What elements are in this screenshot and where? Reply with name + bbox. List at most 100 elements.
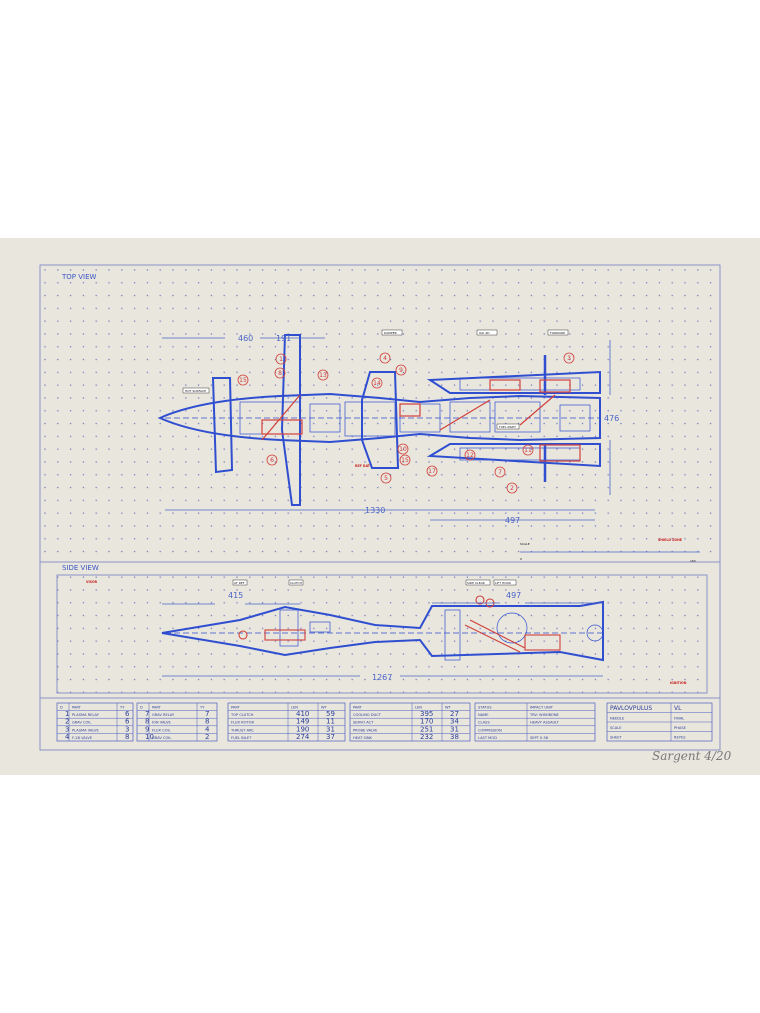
side-view-tags: AF REF CLUTCH SIDE CLEAR LIFT HOOK VISOR… (86, 579, 687, 685)
callout-number: 5 (384, 475, 388, 482)
artist-signature: Sargent 4/20 (652, 749, 732, 763)
table-cell: PAVLOVPULUS (610, 705, 652, 712)
table-header-cell: WT (321, 705, 328, 709)
callout-number: 4 (383, 355, 387, 362)
tag-hot-surface: HOT SURFACE (185, 389, 206, 393)
callout-number: 15 (239, 377, 247, 384)
callout-number: 3 (567, 355, 571, 362)
table-cell: COOLING DUCT (353, 713, 382, 717)
table-cell: F-28 VALVE (72, 736, 93, 740)
table-cell: 9 (145, 725, 149, 733)
scale-end: 165 (690, 559, 696, 563)
red-note-ignition: IGNITION (670, 681, 687, 685)
side-view-dimensions (162, 602, 603, 677)
tag-ref-dat: REF DAT (355, 464, 371, 468)
side-view-title: SIDE VIEW (62, 564, 99, 572)
callouts (237, 352, 575, 494)
table-cell: VL (674, 705, 682, 712)
table-cell: PHASE (674, 726, 687, 730)
table-cell: REYES (674, 735, 686, 739)
table-cell: GRAV COIL (152, 736, 171, 740)
table-cell: CLASS (478, 721, 490, 725)
table-cell: 3 (65, 725, 69, 733)
table-header-cell: WT (445, 705, 452, 709)
table-cell: HEAVY ASSAULT (530, 721, 560, 725)
table-cell: IMPACT UNIT (530, 705, 554, 709)
tag-lift-hook: LIFT HOOK (495, 581, 512, 585)
table-cell: THRUST ARC (230, 728, 254, 732)
table-cell: 6 (125, 718, 130, 726)
dim-476: 476 (604, 414, 619, 423)
table-header-cell: PART (353, 705, 363, 709)
top-view-red-components (261, 379, 581, 462)
callout-number: 11 (524, 447, 532, 454)
side-dim-415: 415 (228, 591, 243, 600)
tag-af-ref: AF REF (234, 581, 245, 585)
table-cell: 274 (296, 733, 310, 741)
side-dim-497: 497 (506, 591, 521, 600)
top-view-internals (165, 377, 600, 461)
side-view-internals (165, 609, 605, 661)
table-cell: 11 (326, 718, 335, 726)
scale-start: 0 (520, 557, 522, 561)
table-cell: 34 (450, 718, 459, 726)
table-cell: 190 (296, 725, 309, 733)
table-cell: 59 (326, 710, 335, 718)
callout-number: 6 (270, 457, 274, 464)
dim-460: 460 (238, 334, 253, 343)
dim-497: 497 (505, 516, 520, 525)
table-cell: 1 (65, 710, 69, 718)
table-header-cell: D (60, 705, 63, 709)
callout-number: 8 (278, 370, 282, 377)
tag-damper: DAMPER (384, 331, 397, 335)
table-cell: SHEET (610, 735, 623, 739)
table-cell: HEAT SINK (353, 736, 373, 740)
table-cell: 232 (420, 733, 433, 741)
table-cell: 2 (65, 718, 69, 726)
table-cell: 31 (450, 725, 459, 733)
table-cell: NAME (478, 713, 489, 717)
table-cell: PROBE VALVE (353, 728, 378, 732)
table-cell: 7 (145, 710, 149, 718)
callout-numbers: 1 8 13 15 6 4 14 10 15 5 17 12 7 2 11 3 … (239, 355, 571, 492)
table-cell: FUEL INLET (231, 736, 252, 740)
table-header-cell: TY (119, 705, 125, 709)
table-header-cell: LEN (291, 705, 298, 709)
table-cell: 8 (205, 718, 209, 726)
table-cell: 27 (450, 710, 459, 718)
top-view-title: TOP VIEW (61, 273, 97, 281)
table-cell: FLUX ROTOR (231, 721, 254, 725)
table-cell: GRAV RELAY (152, 713, 175, 717)
table-header-cell: D (140, 705, 143, 709)
table-cell: SERVO ACT (353, 721, 374, 725)
table-cell: 7 (205, 710, 209, 718)
callout-number: 17 (428, 468, 436, 475)
top-view-dimensions (162, 337, 700, 553)
table-cell: 2 (205, 733, 209, 741)
table-cell: ION VALVE (152, 721, 171, 725)
table-header-cell: PART (72, 705, 82, 709)
table-header-cell: LEN (415, 705, 422, 709)
table-cell: 8 (145, 718, 149, 726)
table-cell: 10 (145, 733, 154, 741)
table-header-cell: PART (152, 705, 162, 709)
table-cell: PLASMA RELAY (72, 713, 100, 717)
tag-side-clear: SIDE CLEAR (467, 581, 485, 585)
tag-clutch: CLUTCH (290, 581, 302, 585)
outer-frame (39, 264, 721, 751)
table-cell: SCALE (610, 726, 622, 730)
table-header-cell: PART (231, 705, 241, 709)
callout-number: 7 (498, 469, 502, 476)
table-cell: 31 (326, 725, 335, 733)
table-cell: 38 (450, 733, 459, 741)
callout-number: 2 (510, 485, 514, 492)
dim-1330: 1330 (365, 506, 385, 515)
table-cell: 37 (326, 733, 335, 741)
